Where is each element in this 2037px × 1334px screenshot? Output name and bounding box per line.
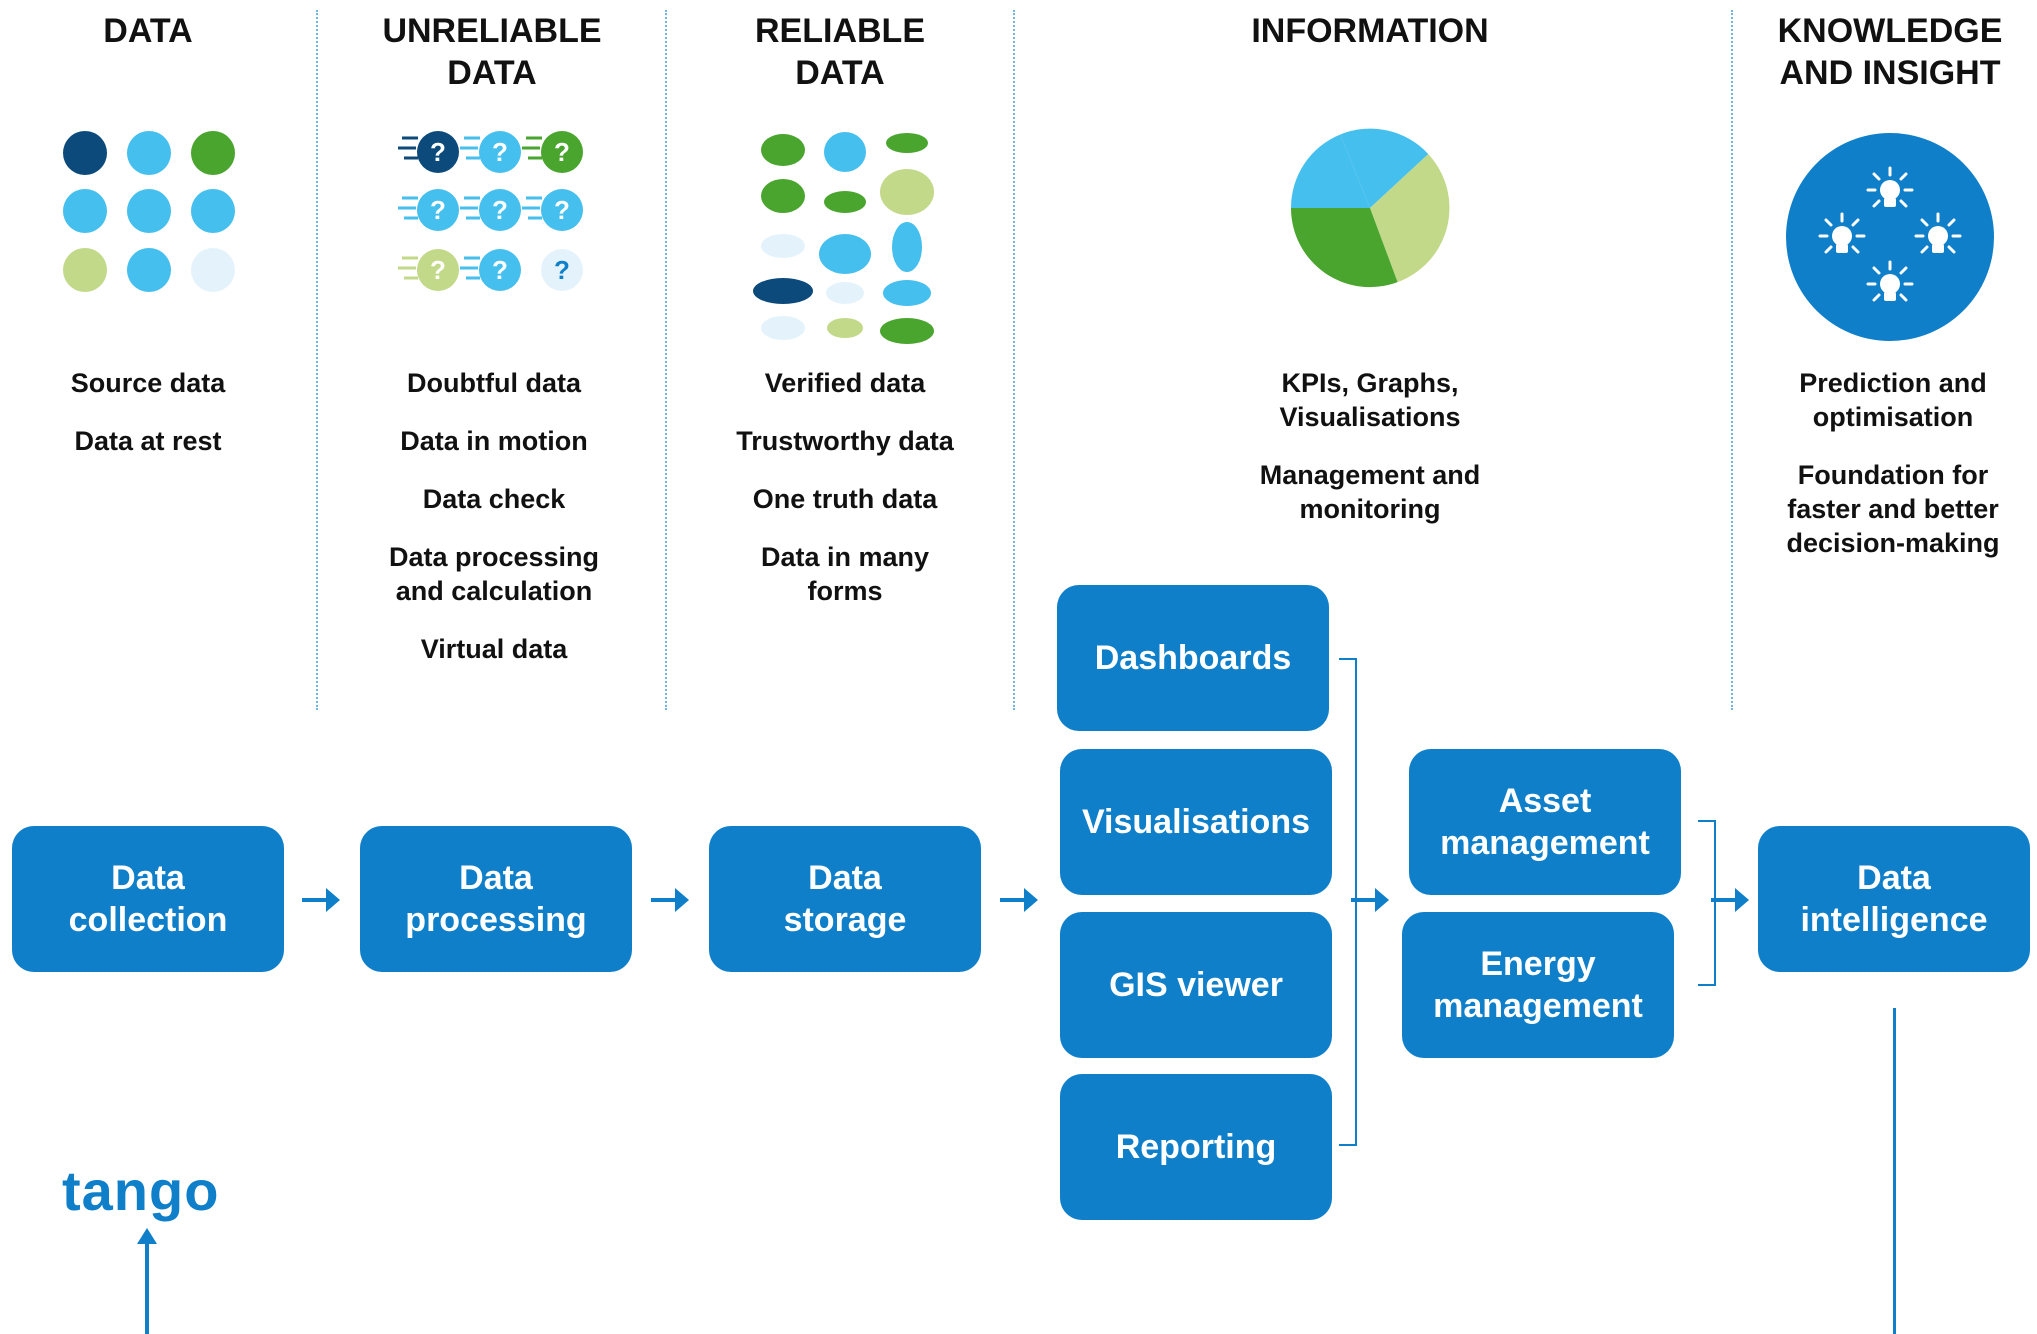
arrow-up-icon [137,1228,157,1334]
data-collection-box: Data collection [12,826,284,972]
description-item: One truth data [752,484,938,514]
dot-grid-icon [63,131,235,292]
description-item: Data in motion [400,426,588,456]
column-separator [665,10,667,710]
column-separator [1731,10,1733,710]
description-item: Virtual data [420,634,568,664]
column-heading-knowledge: KNOWLEDGE AND INSIGHT [1777,12,2003,92]
column-heading-unreliable-data: UNRELIABLE DATA [382,12,602,92]
svg-text:?: ? [430,137,446,167]
lightbulbs-icon [1786,133,1994,341]
pie-chart-icon [1290,128,1450,288]
data-storage-box: Data storage [709,826,981,972]
description-item: Management and monitoring [1259,460,1481,524]
arrow-right-icon [651,888,689,912]
gis-viewer-box: GIS viewer [1060,912,1332,1058]
group-bracket [1339,658,1357,1146]
column-description-information: KPIs, Graphs, Visualisations Management … [1195,366,1545,550]
description-item: KPIs, Graphs, Visualisations [1279,368,1461,432]
svg-text:?: ? [430,195,446,225]
svg-text:?: ? [492,255,508,285]
dashboards-box: Dashboards [1057,585,1329,731]
description-item: Data in many forms [760,542,930,606]
column-heading-data: DATA [103,12,193,50]
svg-text:?: ? [554,255,570,285]
data-processing-box: Data processing [360,826,632,972]
description-item: Trustworthy data [736,426,954,456]
svg-text:?: ? [554,137,570,167]
column-separator [316,10,318,710]
description-item: Source data [70,368,226,398]
svg-text:?: ? [492,137,508,167]
group-bracket [1698,820,1716,986]
ellipse-cluster-icon [753,132,934,344]
question-dots-icon: ? ? ? ? ? ? ? ? ? [398,131,583,291]
visualisations-box: Visualisations [1060,749,1332,895]
description-item: Verified data [764,368,926,398]
column-description-unreliable: Doubtful data Data in motion Data check … [344,366,644,690]
column-description-data: Source data Data at rest [38,366,258,482]
column-description-knowledge: Prediction and optimisation Foundation f… [1748,366,2037,584]
connector-line [1893,1008,1896,1334]
svg-text:?: ? [554,195,570,225]
description-item: Prediction and optimisation [1799,368,1987,432]
asset-management-box: Asset management [1409,749,1681,895]
energy-management-box: Energy management [1402,912,1674,1058]
description-item: Data check [422,484,566,514]
column-heading-information: INFORMATION [1251,12,1489,50]
tango-logo: tango [62,1159,220,1222]
svg-text:?: ? [492,195,508,225]
description-item: Data processing and calculation [388,542,600,606]
reporting-box: Reporting [1060,1074,1332,1220]
description-item: Foundation for faster and better decisio… [1786,460,2000,558]
svg-text:?: ? [430,255,446,285]
arrow-right-icon [1351,888,1389,912]
column-separator [1013,10,1015,710]
description-item: Data at rest [74,426,222,456]
arrow-right-icon [302,888,340,912]
description-item: Doubtful data [407,368,581,398]
data-intelligence-box: Data intelligence [1758,826,2030,972]
column-heading-reliable-data: RELIABLE DATA [755,12,925,92]
column-description-reliable: Verified data Trustworthy data One truth… [695,366,995,632]
arrow-right-icon [1711,888,1749,912]
arrow-right-icon [1000,888,1038,912]
